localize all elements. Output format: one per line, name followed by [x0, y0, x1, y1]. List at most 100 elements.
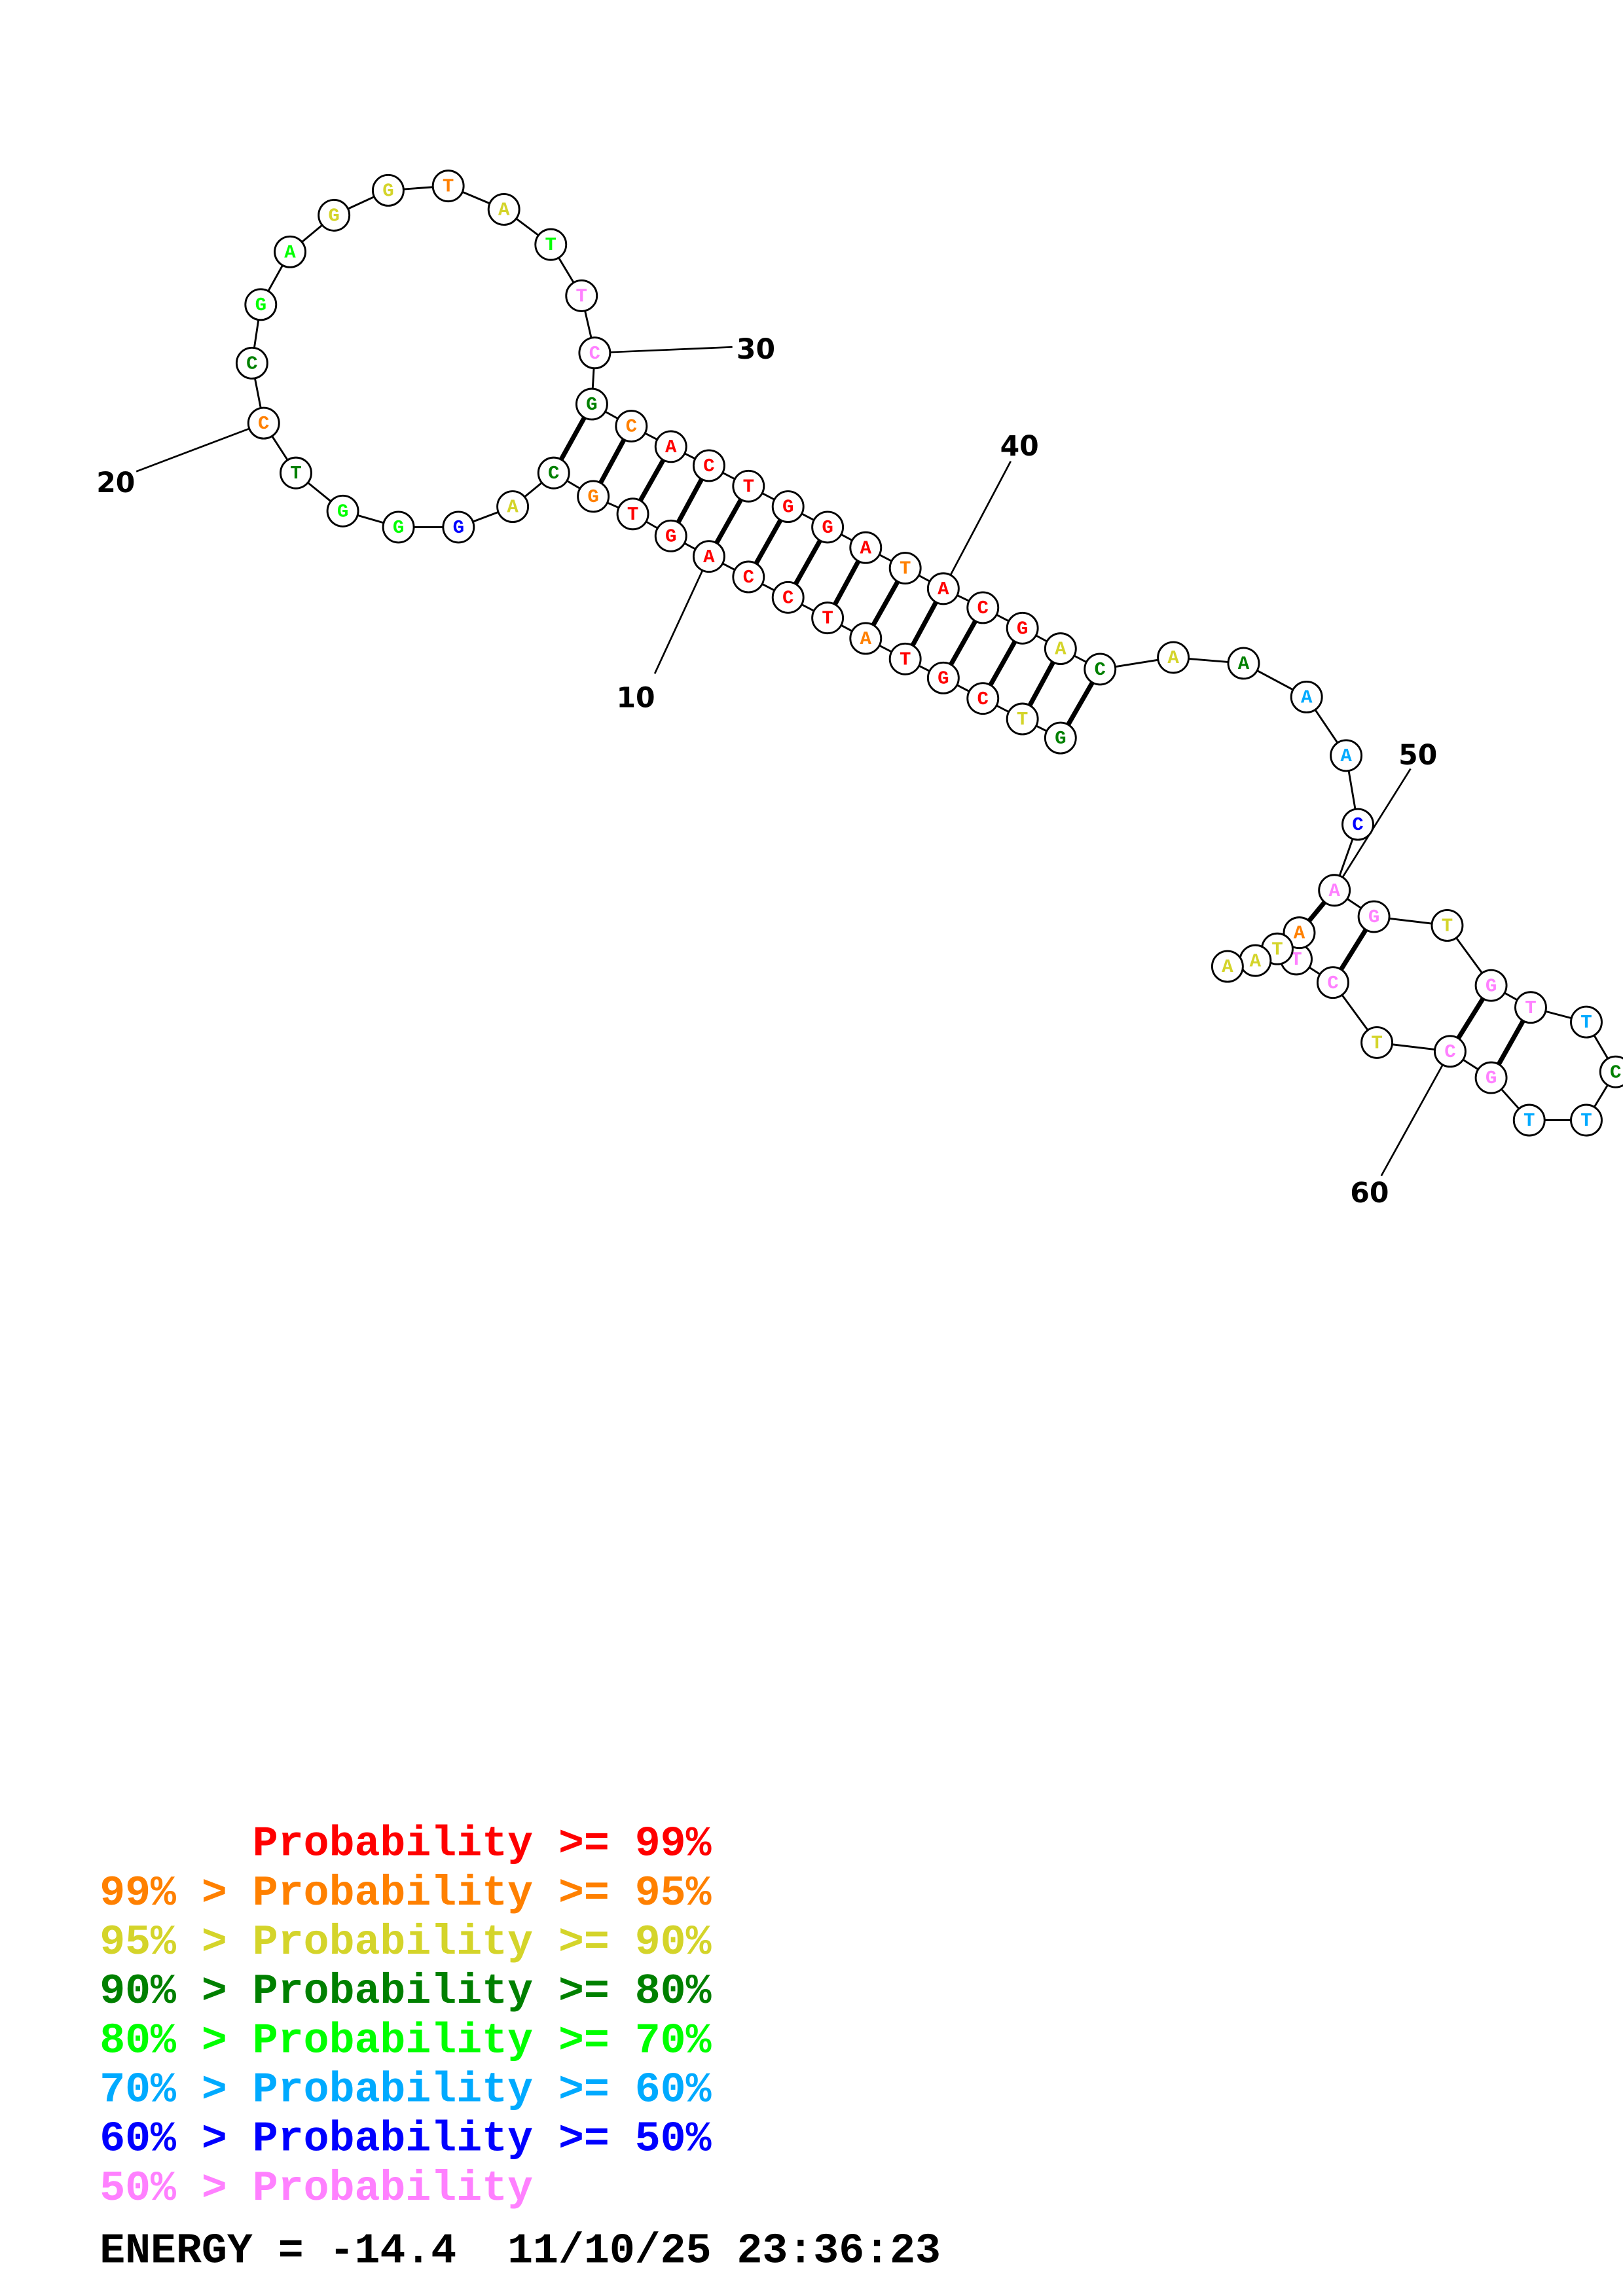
legend-entry: 80% > Probability >= 70%: [100, 2017, 711, 2065]
nucleotide-circle: [577, 480, 610, 513]
nucleotide: G: [382, 511, 415, 544]
nucleotide-circle: [382, 511, 415, 544]
nucleotide-letter: G: [328, 205, 339, 226]
nucleotide-letter: T: [576, 286, 587, 308]
nucleotide-circle: [654, 519, 687, 552]
nucleotide-circle: [274, 235, 306, 268]
nucleotide-circle: [326, 494, 359, 528]
backbone-lines: [251, 185, 1617, 1121]
position-label: 20: [96, 467, 135, 499]
nucleotide-letter: C: [246, 353, 257, 374]
nucleotide: T: [1360, 1026, 1394, 1059]
nucleotide: C: [615, 410, 648, 442]
legend-entry: Probability >= 99%: [100, 1821, 711, 1869]
nucleotide: G: [577, 480, 610, 513]
nucleotide-letter: G: [393, 517, 404, 539]
nucleotide: C: [692, 449, 725, 482]
nucleotide-circle: [1290, 680, 1323, 713]
nucleotide-circle: [1157, 641, 1190, 674]
nucleotide-circle: [247, 406, 280, 440]
nucleotide-letter: G: [1486, 1067, 1497, 1089]
nucleotide: T: [732, 469, 765, 503]
nucleotide-letter: T: [1017, 709, 1028, 730]
nucleotide-circle: [318, 198, 351, 232]
nucleotide-circle: [732, 469, 765, 503]
nucleotide: C: [966, 591, 1000, 624]
nucleotide: T: [1431, 908, 1464, 942]
nucleotide-circle: [496, 490, 530, 524]
position-label: 40: [1000, 431, 1039, 463]
nucleotide: C: [578, 336, 611, 370]
nucleotide: A: [496, 490, 530, 524]
nucleotide-circle: [280, 456, 312, 490]
nucleotide-letter: C: [1352, 814, 1363, 836]
nucleotide-circle: [692, 540, 725, 573]
nucleotide-letter: T: [627, 504, 638, 526]
nucleotide: C: [235, 346, 268, 380]
nucleotide-circle: [1514, 991, 1547, 1024]
legend-entry: 60% > Probability >= 50%: [100, 2116, 711, 2164]
legend-entry: 95% > Probability >= 90%: [100, 1919, 711, 1967]
nucleotide-letter: T: [1523, 1110, 1535, 1132]
energy-timestamp: ENERGY = -14.4 11/10/25 23:36:23: [100, 2228, 941, 2276]
nucleotide-letter: T: [1525, 997, 1536, 1019]
nucleotide-letter: T: [900, 649, 911, 670]
nucleotide: G: [371, 173, 405, 207]
nucleotide: T: [811, 601, 845, 635]
nucleotide-letter: C: [258, 413, 269, 435]
legend-entry: 99% > Probability >= 95%: [100, 1870, 711, 1918]
position-label-leader: [594, 346, 733, 354]
nucleotide-letter: A: [860, 628, 872, 650]
nucleotide-letter: G: [586, 394, 597, 416]
legend-entry: 70% > Probability >= 60%: [100, 2066, 711, 2114]
nucleotide: G: [926, 661, 960, 694]
nucleotide-letter: A: [1055, 639, 1067, 660]
nucleotide: A: [1318, 874, 1351, 907]
nucleotide-letter: C: [743, 567, 754, 588]
nucleotide-letter: T: [1580, 1110, 1592, 1132]
nucleotide: A: [654, 430, 687, 463]
nucleotide-letter: G: [337, 501, 348, 522]
nucleotide: G: [1006, 611, 1039, 645]
nucleotide: T: [280, 456, 312, 490]
nucleotide: G: [1357, 900, 1391, 933]
nucleotide-letter: G: [665, 526, 676, 547]
nucleotide-circle: [534, 228, 568, 261]
nucleotide-letter: A: [1222, 956, 1233, 978]
nucleotide-letter: G: [1017, 618, 1028, 639]
nucleotide: T: [888, 552, 922, 584]
nucleotide-letter: T: [290, 463, 301, 484]
nucleotide: C: [1433, 1035, 1467, 1068]
nucleotide-circle: [565, 279, 598, 312]
nucleotide-letter: A: [1250, 950, 1262, 972]
nucleotide-letter: A: [1301, 687, 1313, 709]
nucleotide-circle: [1433, 1035, 1467, 1068]
nucleotide-letter: C: [548, 463, 559, 484]
nucleotide: A: [487, 192, 520, 226]
nucleotide-letter: A: [507, 497, 519, 518]
nucleotide: A: [1157, 641, 1190, 674]
nucleotide-circle: [575, 387, 608, 421]
nucleotide-circle: [431, 170, 465, 203]
nucleotide-letter: G: [1055, 728, 1066, 749]
nucleotide-circle: [654, 430, 687, 463]
nucleotide: A: [926, 572, 960, 605]
nucleotide: A: [1227, 647, 1260, 680]
nucleotide-circle: [732, 560, 765, 594]
nucleotide: T: [888, 642, 922, 675]
nucleotide-circle: [1317, 966, 1349, 999]
nucleotide-circle: [1474, 1061, 1508, 1094]
nucleotide-circle: [966, 682, 1000, 715]
nucleotide: C: [771, 581, 805, 614]
nucleotide-circle: [771, 581, 805, 614]
nucleotide: G: [811, 511, 845, 544]
nucleotide: A: [1283, 916, 1316, 950]
nucleotide-letter: G: [1486, 975, 1497, 997]
nucleotide: C: [1084, 653, 1117, 686]
nucleotide: A: [1211, 950, 1244, 983]
nucleotide: T: [616, 497, 649, 531]
nucleotide-letter: C: [1610, 1062, 1621, 1083]
nucleotide: A: [1044, 632, 1077, 666]
nucleotide-letter: C: [977, 598, 989, 619]
